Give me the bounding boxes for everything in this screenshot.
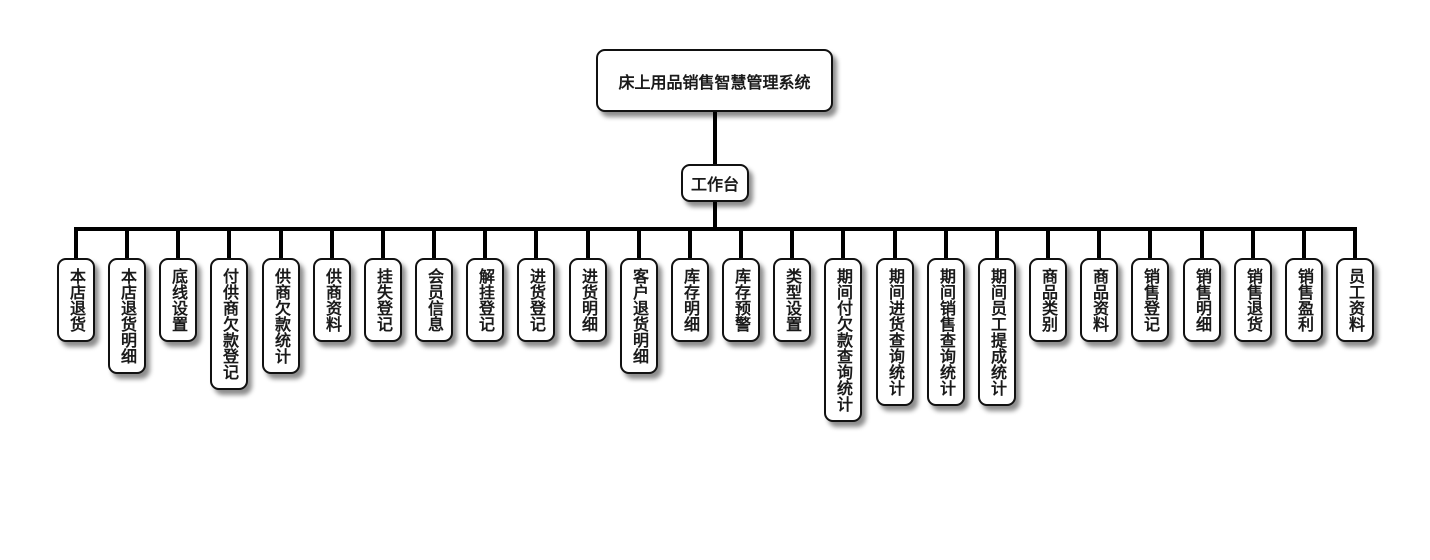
child-node[interactable]: 销售登记 [1131,258,1169,342]
child-label: 员工资料 [1346,268,1365,332]
connector-child [1251,229,1255,259]
connector-hub-bus [713,202,717,230]
connector-child [1148,229,1152,259]
child-label: 商品资料 [1090,268,1109,332]
child-node[interactable]: 期间进货查询统计 [876,258,914,406]
child-node[interactable]: 客户退货明细 [620,258,658,374]
connector-child [841,229,845,259]
child-node[interactable]: 商品资料 [1080,258,1118,342]
child-node[interactable]: 进货登记 [517,258,555,342]
child-node[interactable]: 会员信息 [415,258,453,342]
connector-child [483,229,487,259]
child-label: 会员信息 [425,268,444,332]
connector-child [995,229,999,259]
child-label: 期间进货查询统计 [886,268,905,396]
connector-child [534,229,538,259]
child-label: 销售登记 [1141,268,1160,332]
child-label: 付供商欠款登记 [220,268,239,380]
connector-child [330,229,334,259]
hub-label: 工作台 [690,175,739,194]
child-label: 供商资料 [323,268,342,332]
connector-child [432,229,436,259]
connector-child [944,229,948,259]
connector-child [279,229,283,259]
connector-child [1200,229,1204,259]
child-label: 销售明细 [1193,268,1212,332]
connector-child [1353,229,1357,259]
child-node[interactable]: 商品类别 [1029,258,1067,342]
child-label: 销售盈利 [1295,268,1314,332]
connector-child [637,229,641,259]
child-node[interactable]: 挂失登记 [364,258,402,342]
child-label: 本店退货 [67,268,86,332]
child-node[interactable]: 类型设置 [773,258,811,342]
child-label: 销售退货 [1244,268,1263,332]
connector-child [227,229,231,259]
child-node[interactable]: 销售退货 [1234,258,1272,342]
child-node[interactable]: 本店退货明细 [108,258,146,374]
child-node[interactable]: 库存预警 [722,258,760,342]
child-label: 供商欠款统计 [272,268,291,364]
child-node[interactable]: 供商欠款统计 [262,258,300,374]
child-node[interactable]: 期间销售查询统计 [927,258,965,406]
child-node[interactable]: 付供商欠款登记 [210,258,248,390]
child-node[interactable]: 期间员工提成统计 [978,258,1016,406]
child-node[interactable]: 库存明细 [671,258,709,342]
child-label: 期间销售查询统计 [937,268,956,396]
connector-child [688,229,692,259]
connector-child [74,229,78,259]
child-node[interactable]: 员工资料 [1336,258,1374,342]
hub-node[interactable]: 工作台 [681,164,749,202]
child-label: 库存预警 [732,268,751,332]
child-label: 挂失登记 [374,268,393,332]
connector-child [1097,229,1101,259]
child-node[interactable]: 期间付欠款查询统计 [824,258,862,422]
child-label: 解挂登记 [476,268,495,332]
child-node[interactable]: 本店退货 [57,258,95,342]
connector-child [893,229,897,259]
connector-child [381,229,385,259]
connector-child [176,229,180,259]
child-node[interactable]: 解挂登记 [466,258,504,342]
child-node[interactable]: 销售盈利 [1285,258,1323,342]
child-label: 库存明细 [681,268,700,332]
connector-child [1046,229,1050,259]
child-label: 客户退货明细 [630,268,649,364]
child-node[interactable]: 销售明细 [1183,258,1221,342]
child-label: 期间付欠款查询统计 [834,268,853,412]
root-label: 床上用品销售智慧管理系统 [618,72,811,92]
connector-child [586,229,590,259]
connector-root-hub [713,112,717,164]
child-label: 期间员工提成统计 [988,268,1007,396]
child-node[interactable]: 底线设置 [159,258,197,342]
connector-child [125,229,129,259]
root-node[interactable]: 床上用品销售智慧管理系统 [596,49,833,112]
child-label: 本店退货明细 [118,268,137,364]
child-node[interactable]: 供商资料 [313,258,351,342]
connector-child [790,229,794,259]
connector-child [739,229,743,259]
child-label: 进货登记 [527,268,546,332]
child-label: 进货明细 [579,268,598,332]
connector-bus [74,227,1357,231]
child-label: 类型设置 [783,268,802,332]
child-label: 商品类别 [1039,268,1058,332]
connector-child [1302,229,1306,259]
child-node[interactable]: 进货明细 [569,258,607,342]
child-label: 底线设置 [169,268,188,332]
